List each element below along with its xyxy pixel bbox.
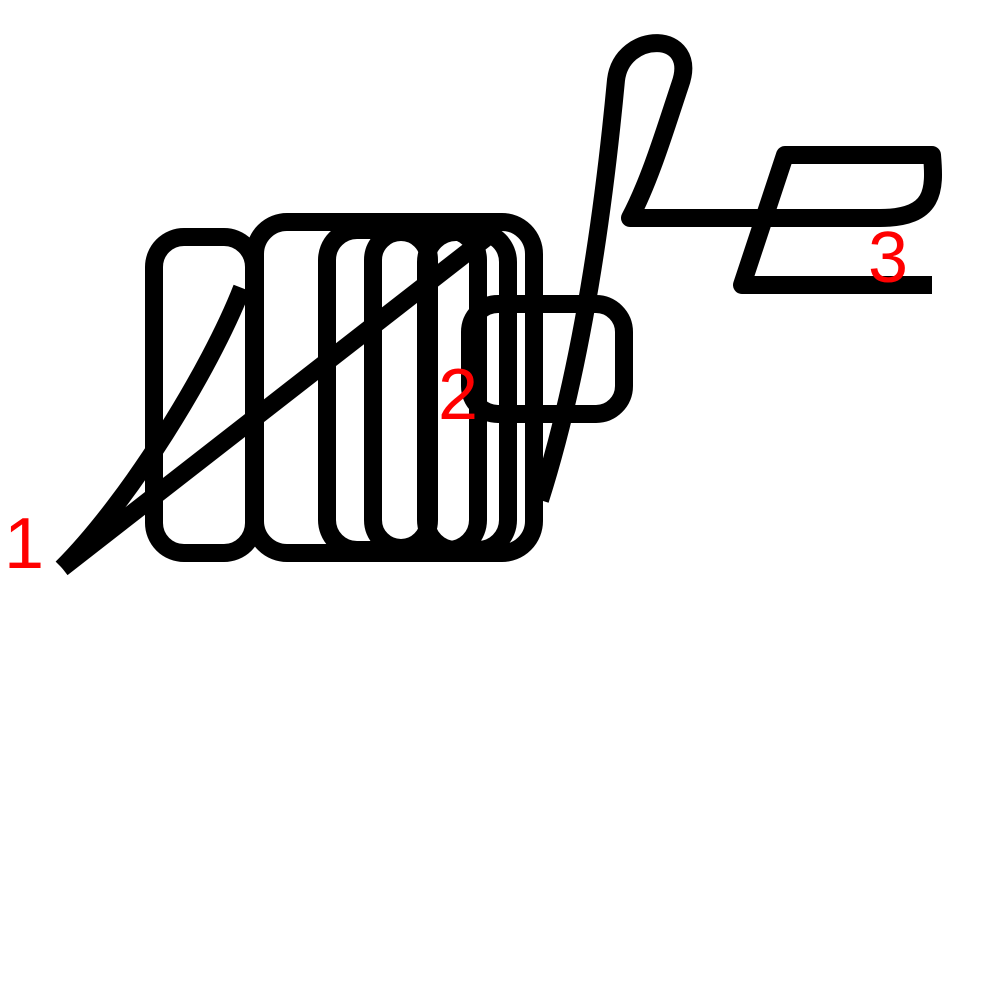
lead-diagonal (56, 222, 502, 576)
side-loop (461, 295, 633, 423)
coil-loop-outer-left (145, 228, 263, 562)
lead-curve (55, 284, 251, 575)
marker-3: 3 (868, 218, 908, 298)
coil-loop-right (417, 223, 517, 559)
marker-2: 2 (438, 355, 478, 435)
hook-shape (733, 146, 943, 294)
rising-loop (531, 34, 760, 503)
marker-1: 1 (4, 504, 44, 584)
